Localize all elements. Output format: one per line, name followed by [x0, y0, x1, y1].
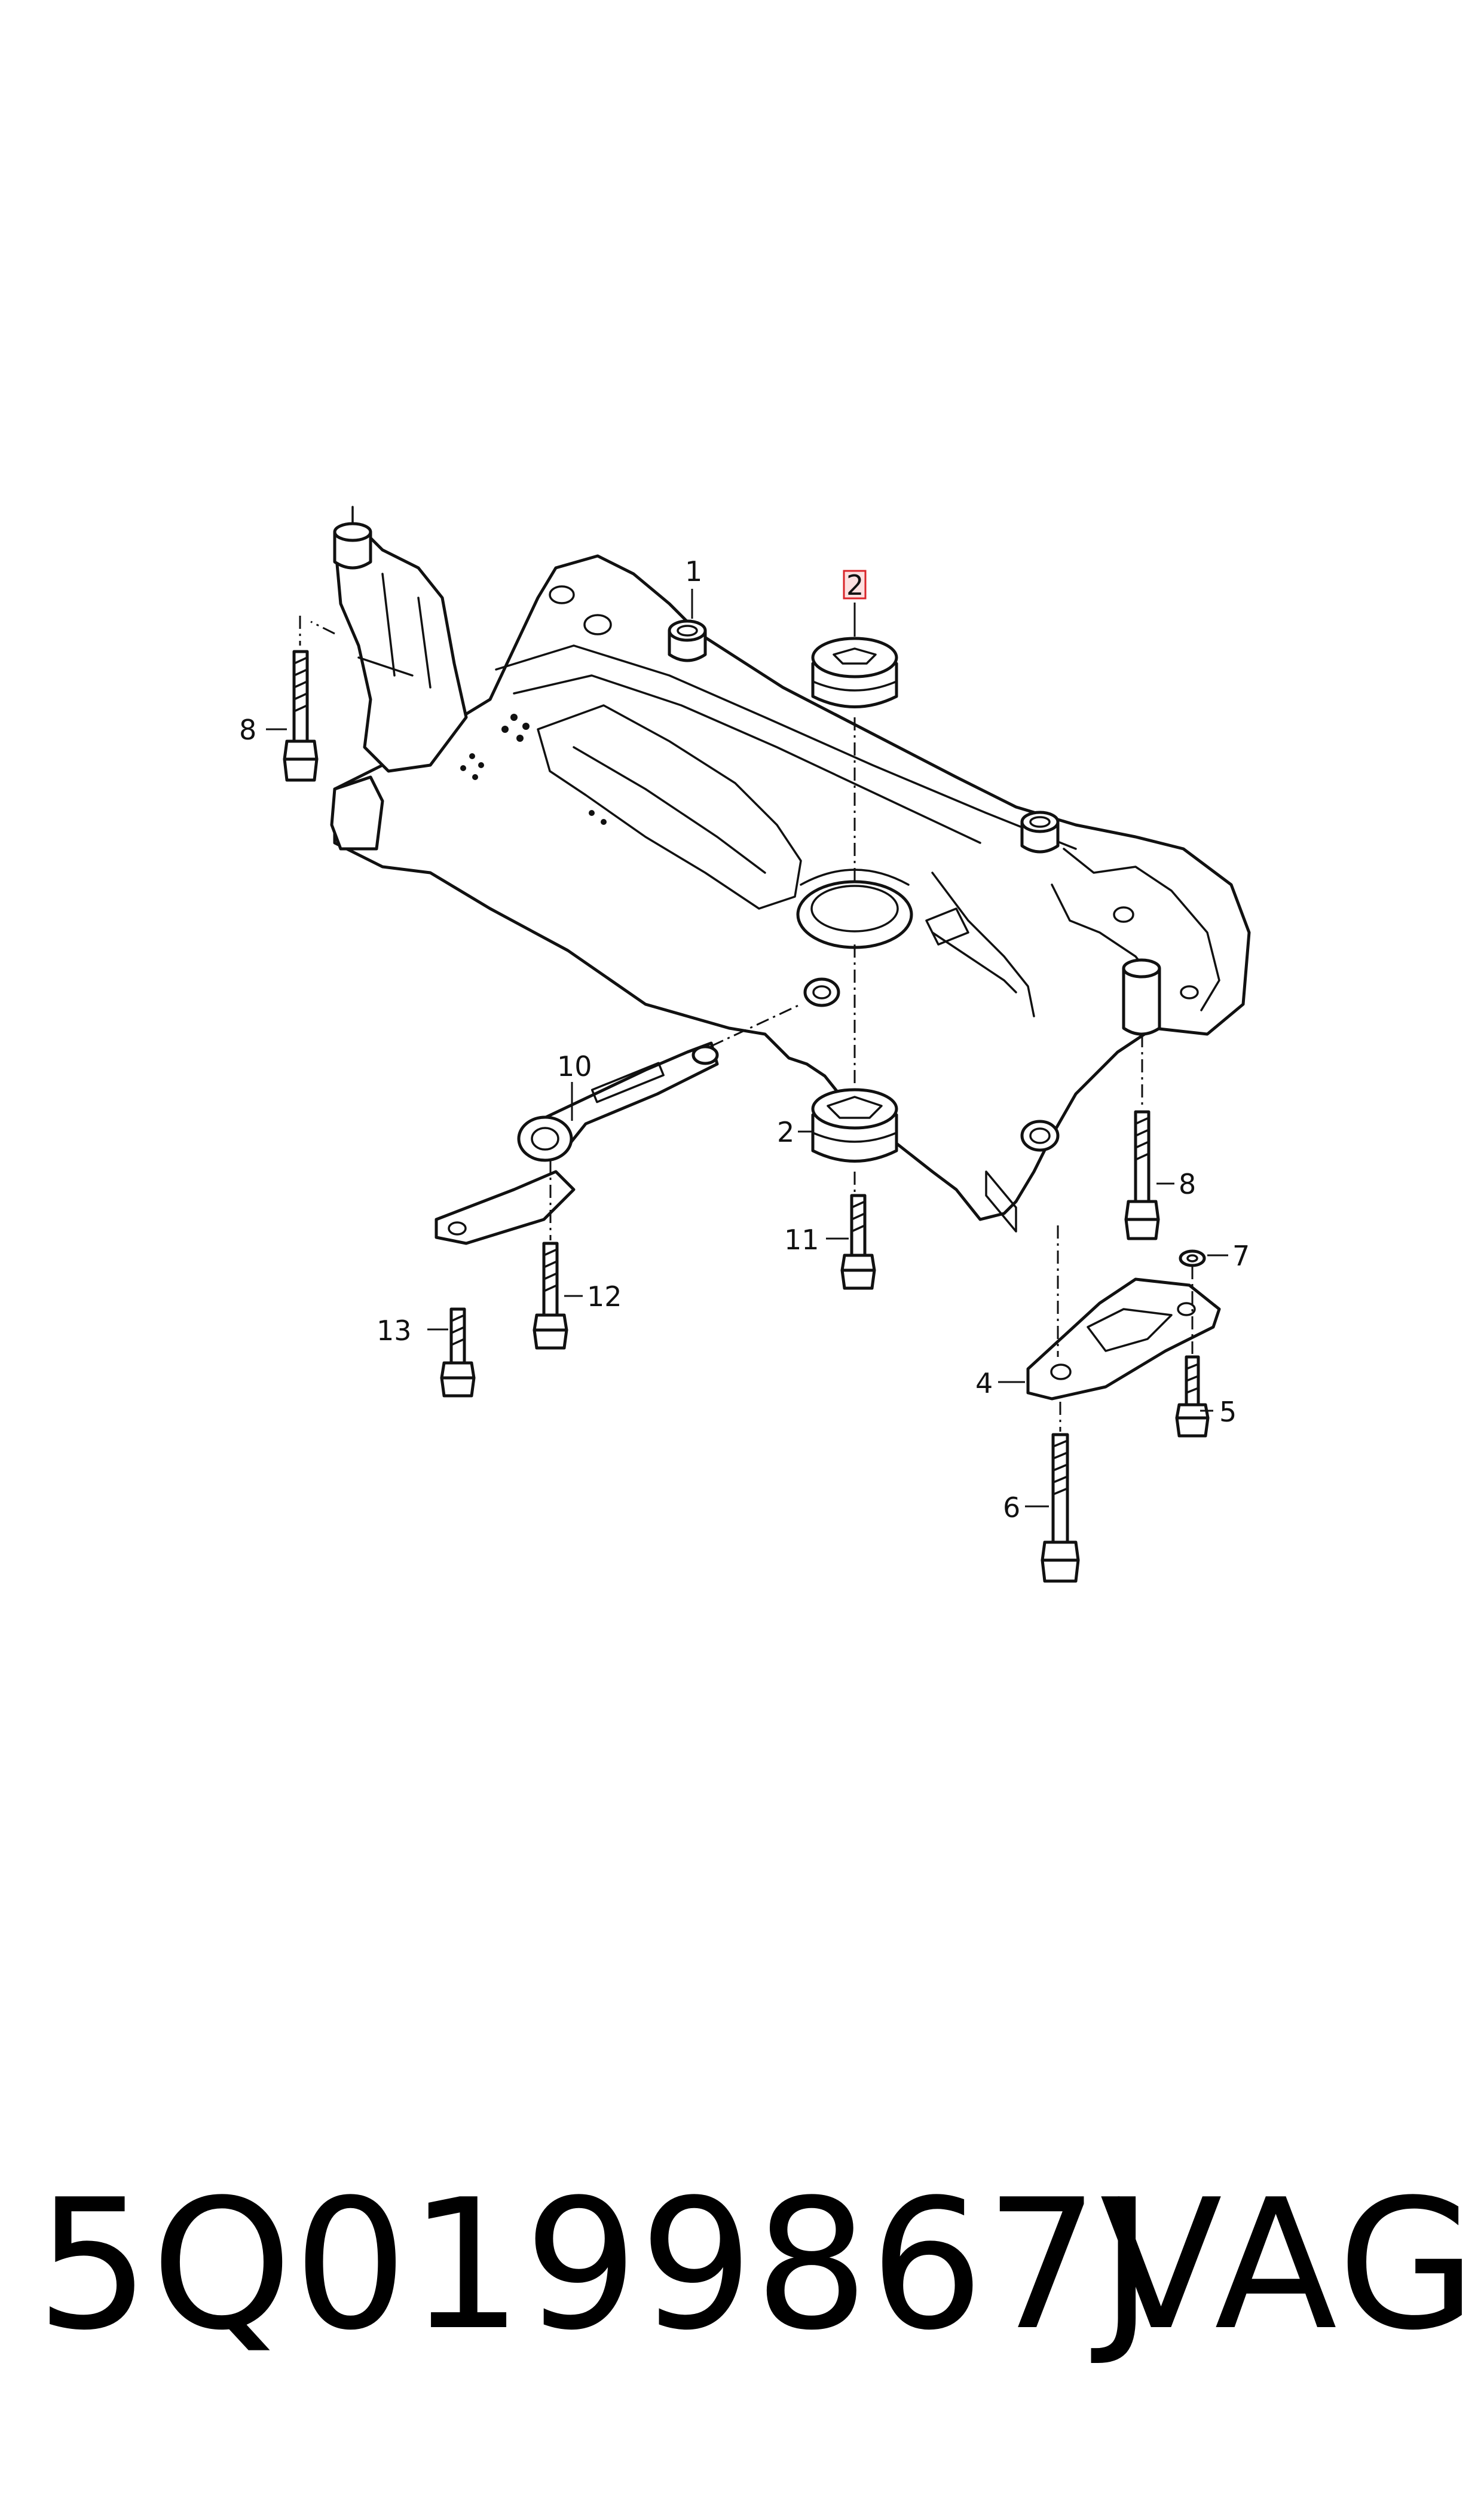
callout-5[interactable]: 5	[1219, 1396, 1237, 1428]
torque-rod-10	[517, 1041, 719, 1162]
callout-8-left[interactable]: 8	[239, 714, 256, 746]
rubber-mount-rear	[1020, 811, 1060, 854]
bolt-11	[840, 1194, 876, 1290]
brand-name: VAG	[1100, 2161, 1480, 2370]
bushing-2-top	[811, 637, 898, 708]
bolt-8-right	[1124, 1110, 1160, 1240]
bolt-13	[440, 1307, 476, 1398]
bolt-12	[533, 1242, 568, 1350]
subframe	[330, 524, 1251, 1221]
callout-4[interactable]: 4	[975, 1367, 993, 1399]
bushing-2-bottom	[811, 1088, 898, 1163]
bolt-6	[1041, 1433, 1080, 1583]
callout-1[interactable]: 1	[685, 555, 702, 588]
part-number: 5Q0199867J	[36, 2161, 1155, 2370]
callout-2-bottom[interactable]: 2	[777, 1116, 794, 1148]
callout-2-top[interactable]: 2	[846, 569, 864, 601]
bracket-lower-left	[435, 1170, 576, 1245]
callout-8-right[interactable]: 8	[1179, 1168, 1196, 1200]
bolt-8-left	[283, 650, 319, 782]
washer-7	[1179, 1249, 1206, 1267]
bolt-5	[1175, 1355, 1210, 1438]
subframe-left-end	[803, 977, 840, 1007]
callout-6[interactable]: 6	[1003, 1491, 1020, 1524]
rubber-mount-1	[668, 619, 707, 662]
callout-10[interactable]: 10	[557, 1050, 592, 1083]
callout-12[interactable]: 12	[587, 1280, 622, 1313]
bracket-4	[1026, 1277, 1221, 1401]
mount-post-left	[333, 506, 372, 570]
subframe-rear-end	[985, 1120, 1060, 1233]
callout-11[interactable]: 11	[784, 1224, 819, 1256]
assembly-lines	[299, 616, 1194, 1432]
mount-post-right	[1122, 958, 1161, 1036]
callout-2-highlight	[843, 570, 867, 600]
callout-13[interactable]: 13	[377, 1314, 412, 1347]
callout-7[interactable]: 7	[1232, 1240, 1250, 1272]
leader-lines	[266, 589, 1228, 1508]
